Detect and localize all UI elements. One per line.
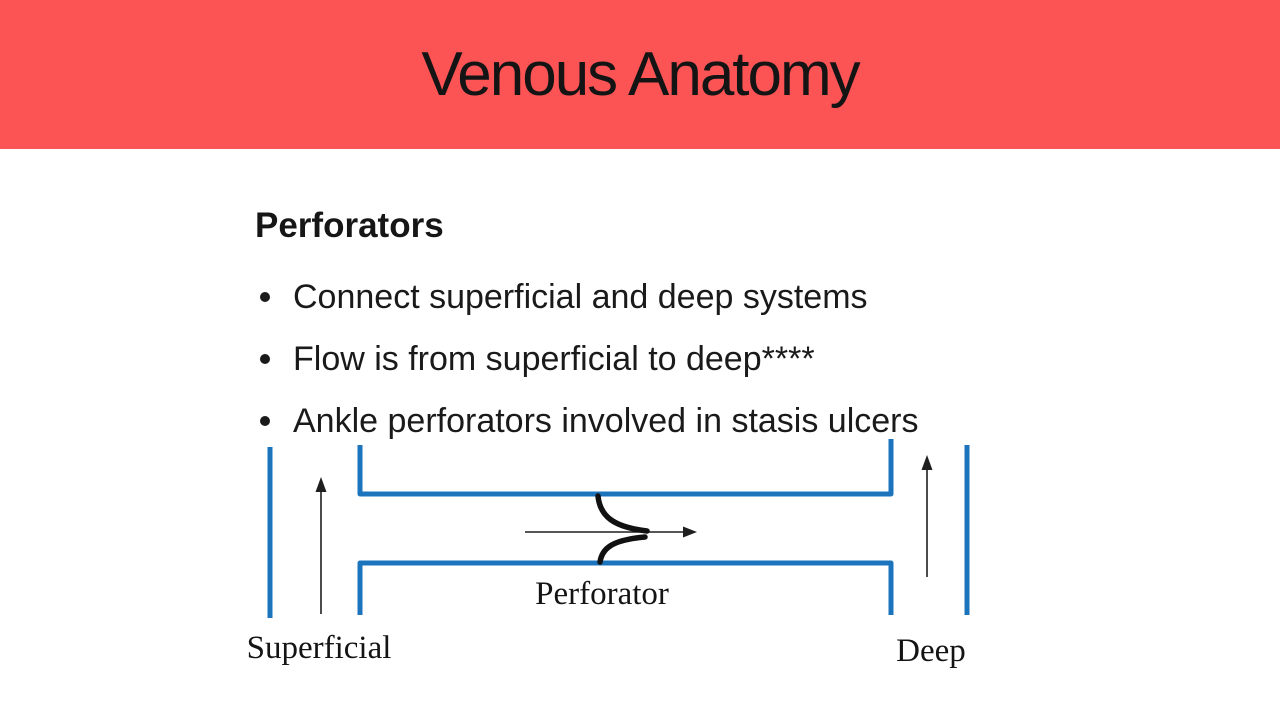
perforator-flow-arrow — [525, 526, 697, 538]
title-banner: Venous Anatomy — [0, 0, 1280, 149]
bullet-icon — [260, 292, 270, 302]
perforator-label: Perforator — [535, 576, 669, 612]
arrow-head-icon — [683, 526, 697, 538]
bullet-item-connect: Connect superficial and deep systems — [255, 266, 1075, 328]
arrow-head-icon — [315, 477, 327, 492]
valve-curve-lower — [597, 534, 648, 565]
bullet-item-flow: Flow is from superficial to deep**** — [255, 328, 1075, 390]
arrow-head-icon — [921, 455, 933, 470]
perforators-section: Perforators Connect superficial and deep… — [255, 206, 1075, 452]
bullet-icon — [260, 416, 270, 426]
valve-curve-upper — [595, 493, 650, 534]
perforator-top-wall — [357, 439, 894, 497]
superficial-label: Superficial — [247, 630, 392, 666]
deep-flow-arrow — [921, 455, 933, 577]
section-heading: Perforators — [255, 206, 444, 245]
deep-label: Deep — [896, 633, 966, 669]
bullet-text: Flow is from superficial to deep**** — [293, 340, 815, 378]
slide-title: Venous Anatomy — [421, 40, 860, 109]
bullet-list: Connect superficial and deep systems Flo… — [255, 266, 1075, 452]
bullet-icon — [260, 354, 270, 364]
bullet-text: Ankle perforators involved in stasis ulc… — [293, 402, 919, 440]
bullet-item-ankle: Ankle perforators involved in stasis ulc… — [255, 390, 1075, 452]
perforator-bottom-wall — [357, 560, 894, 615]
bullet-text: Connect superficial and deep systems — [293, 278, 868, 316]
superficial-flow-arrow — [315, 477, 327, 614]
